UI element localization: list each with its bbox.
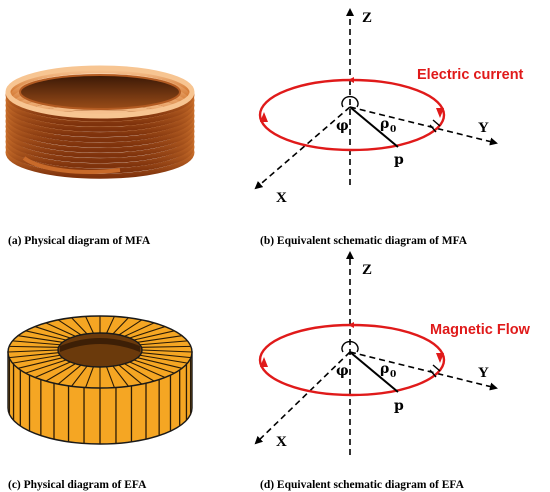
winding-spoke [17,335,63,343]
radius-line [349,106,399,148]
electric-current-label: Electric current [417,67,524,83]
winding-spoke [118,319,143,336]
winding-spoke [12,340,61,346]
winding-spoke [139,340,188,346]
x-axis [254,106,351,190]
winding-spoke [12,354,61,364]
x-axis-label: X [276,434,287,450]
rho-symbol: ρ [380,361,389,377]
winding-spoke [139,354,188,364]
caption-a: (a) Physical diagram of MFA [8,235,151,247]
winding-spoke [57,319,82,336]
winding-spoke [137,335,183,343]
winding-spoke [112,317,129,335]
winding-spoke [85,366,94,388]
current-loop [258,78,446,152]
winding-spoke [106,366,115,388]
winding-spoke [85,316,94,334]
caption-b: (b) Equivalent schematic diagram of MFA [260,235,468,247]
loop-arrow-right [436,108,444,118]
winding-spoke [124,322,155,337]
magnetic-flow-label: Magnetic Flow [430,322,531,338]
phi-symbol: φ [336,363,349,379]
winding-spoke [25,359,67,374]
loop-arrow-right [436,353,444,363]
x-axis [254,351,351,445]
winding-spoke [141,345,191,348]
winding-spoke [34,326,71,339]
winding-spoke [9,352,59,359]
phi-symbol: φ [336,118,349,134]
winding-spoke [45,363,76,382]
winding-spoke [129,361,166,378]
copper-coil-image [5,65,195,179]
caption-d: (d) Equivalent schematic diagram of EFA [260,479,465,491]
y-axis [349,106,498,146]
loop-arrow-top [348,322,354,328]
x-axis-label: X [276,190,287,206]
winding-spoke [71,365,88,387]
loop-arrow-left [260,112,268,122]
winding-spoke [106,316,115,334]
winding-spoke [118,364,143,385]
winding-spoke [141,349,193,353]
winding-spoke [129,326,166,339]
z-axis-label: Z [362,262,372,278]
toroid-core-image [7,315,193,445]
winding-spoke [133,359,175,374]
winding-spoke [7,349,59,353]
y-axis [349,351,498,391]
winding-spoke [57,364,82,385]
winding-spoke [71,317,88,335]
winding-spoke [9,345,59,348]
loop-arrow-left [260,357,268,367]
schematic-mfa: Z Y X Electric current φ ρ 0 p [254,8,524,206]
phi-arc [341,340,359,353]
point-p-label: p [394,398,404,414]
z-axis-label: Z [362,10,372,26]
winding-spoke [17,357,63,369]
winding-spoke [112,365,129,387]
radius-line [349,351,399,393]
winding-spoke [34,361,71,378]
winding-spoke [141,352,191,359]
winding-spoke [45,322,76,337]
winding-spoke [124,363,155,382]
loop-arrow-top [348,77,354,83]
winding-spoke [25,330,67,341]
rho-symbol: ρ [380,116,389,132]
rho-subscript: 0 [390,125,396,135]
caption-c: (c) Physical diagram of EFA [8,479,147,491]
schematic-efa: Z Y X Magnetic Flow φ ρ 0 p [254,251,531,455]
rho-subscript: 0 [390,370,396,380]
winding-spoke [137,357,183,369]
phi-arc [341,95,359,108]
point-p-label: p [394,152,404,168]
magnetic-flow-loop [258,323,446,397]
y-axis-label: Y [478,365,489,381]
winding-spoke [133,330,175,341]
y-axis-label: Y [478,120,489,136]
